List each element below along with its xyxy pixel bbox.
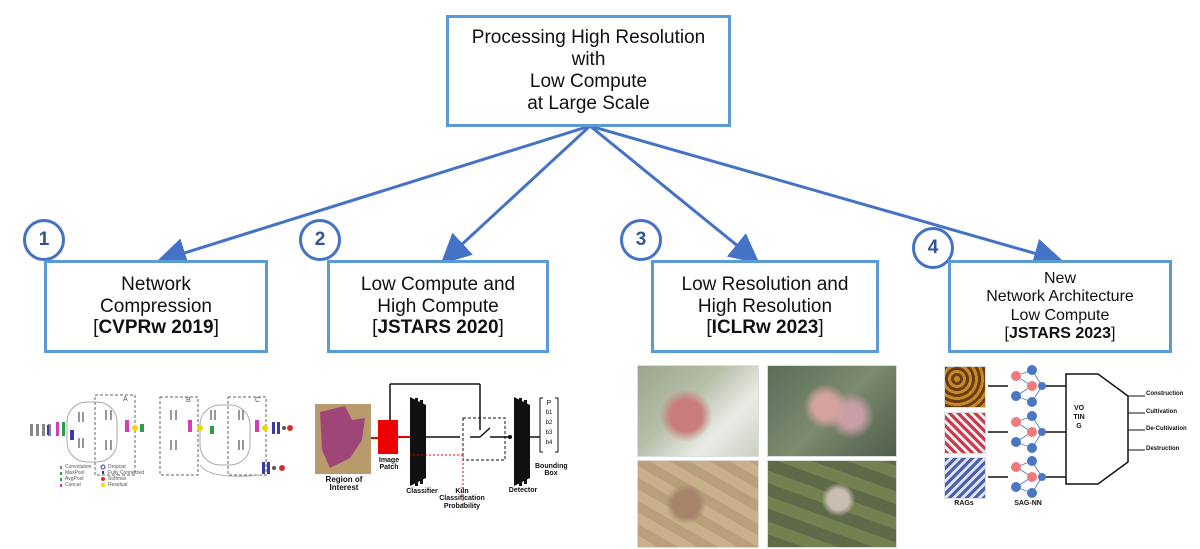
fig1-legend-6: Fully Connected [108, 470, 145, 476]
fig1-legend-1: Convolution [65, 464, 92, 470]
branch-1-number: 1 [23, 219, 65, 261]
fig4-output-3: De-Cultivation [1146, 426, 1187, 432]
fig1-legend-4: Concat [65, 482, 81, 488]
fig2-vec-p: P [546, 400, 552, 407]
fig4-output-4: Destruction [1146, 446, 1180, 452]
fig2-detector-label: Detector [508, 487, 538, 494]
fig2-vec-b3: b3 [545, 430, 553, 436]
fig3-lowres-image-1 [637, 365, 759, 457]
fig4-nn-3 [1011, 456, 1046, 498]
fig4-nn-label: SAG-NN [1014, 500, 1042, 507]
branch-4-line-1: New [1043, 269, 1076, 287]
arrow-to-branch-3 [589, 124, 760, 264]
branch-2-venue: [JSTARS 2020] [372, 317, 504, 339]
fig4-rag-image-3 [944, 457, 986, 499]
fig3-lowres-image-2 [767, 365, 897, 457]
branch-3-line-1: Low Resolution and [681, 273, 849, 295]
branch-4-venue: [JSTARS 2023] [1004, 324, 1116, 342]
branch-1-venue: [CVPRw 2019] [93, 317, 219, 339]
fig2-vec-b2: b2 [545, 420, 553, 426]
fig3-highres-image-1 [637, 460, 759, 548]
branch-2-box: Low Compute and High Compute [JSTARS 202… [327, 260, 549, 353]
fig2-vec-b4: b4 [545, 440, 553, 446]
arrow-to-branch-2 [440, 124, 592, 265]
fig1-label-b: B [186, 397, 191, 404]
fig1-legend-2: MaxPool [65, 470, 85, 476]
fig4-nn-2 [1011, 411, 1046, 453]
root-line-3: Low Compute [529, 71, 648, 92]
fig1-legend-5: Dropout [108, 464, 126, 470]
root-box: Processing High Resolution with Low Comp… [446, 15, 731, 127]
fig1-legend-3: AvgPool [65, 476, 84, 482]
fig2-prob-label: Kiln Classification Probability [439, 488, 485, 510]
branch-4-line-3: Low Compute [1010, 306, 1110, 324]
branch-2-line-2: High Compute [377, 295, 499, 317]
branch-4-box: New Network Architecture Low Compute [JS… [948, 260, 1172, 353]
arrow-to-branch-4 [589, 124, 1064, 268]
fig4-output-1: Construction [1146, 391, 1184, 397]
fig4-rag-image-2 [944, 412, 986, 454]
root-line-4: at Large Scale [527, 92, 650, 114]
fig1-label-c: C [255, 397, 261, 404]
branch-4-number: 4 [912, 227, 954, 269]
fig2-region-label: Region of Interest [325, 475, 363, 493]
fig4-nn-1 [1011, 365, 1046, 407]
fig4-rags-label: RAGs [954, 500, 974, 507]
branch-4-line-2: Network Architecture [986, 288, 1134, 306]
fig2-classifier-label: Classifier [406, 488, 438, 495]
root-line-1: Processing High Resolution [471, 27, 706, 49]
branch-1-box: Network Compression [CVPRw 2019] [44, 260, 268, 353]
fig2-bbox-label: Bounding Box [535, 463, 568, 478]
fig2-vec-b1: b1 [545, 410, 553, 416]
arrow-to-branch-1 [156, 124, 591, 268]
branch-1-line-2: Compression [100, 295, 212, 317]
fig2-patch-label: Image Patch [378, 457, 400, 472]
fig1-label-a: A [123, 396, 128, 403]
branch-2-number: 2 [299, 219, 341, 261]
root-line-2: with [571, 49, 606, 71]
branch-1-line-1: Network [121, 273, 191, 295]
fig1-legend-7: Softmax [108, 476, 127, 482]
fig4-output-2: Cultivation [1146, 409, 1177, 415]
branch-3-number: 3 [620, 219, 662, 261]
fig1-legend-8: Residual [108, 482, 128, 488]
fig4-voting-label: VOTING [1073, 405, 1085, 431]
fig4-rag-image-1 [944, 366, 986, 408]
branch-3-box: Low Resolution and High Resolution [ICLR… [651, 260, 879, 353]
branch-3-venue: [ICLRw 2023] [706, 317, 824, 339]
branch-3-line-2: High Resolution [697, 295, 833, 317]
branch-2-line-1: Low Compute and [360, 273, 516, 295]
fig3-highres-image-2 [767, 460, 897, 548]
